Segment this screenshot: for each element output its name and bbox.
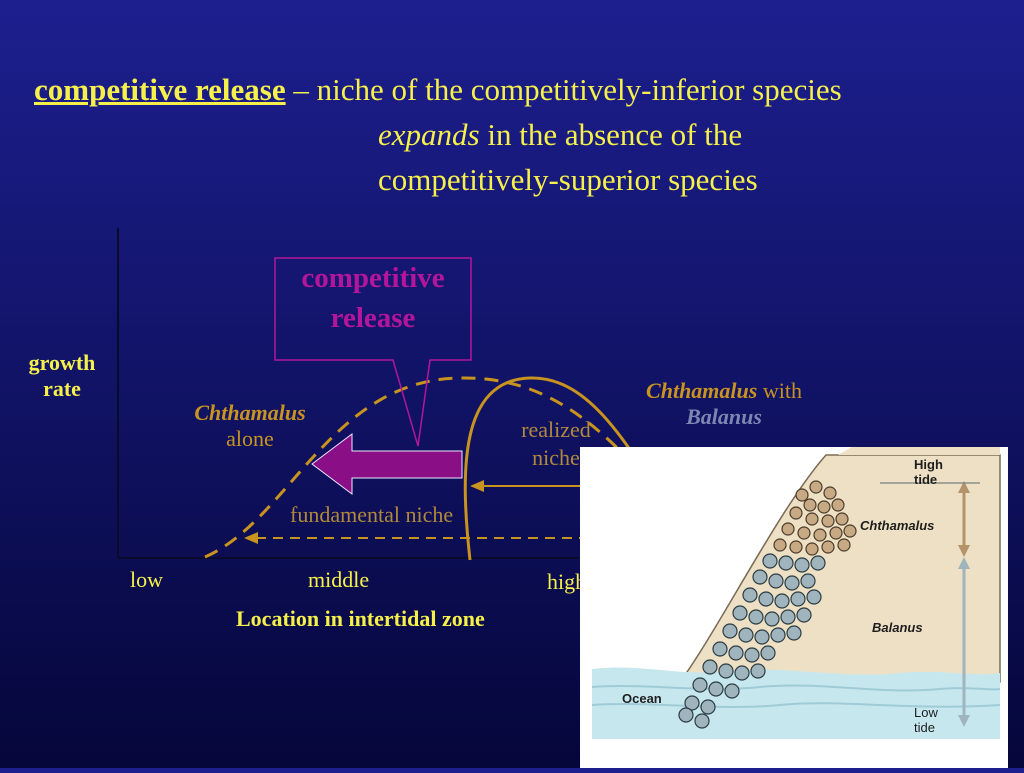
title-term: competitive release (34, 72, 286, 107)
callout-box (274, 257, 472, 447)
x-tick-middle: middle (308, 567, 370, 592)
realized-line-2: niche (532, 445, 580, 470)
title-line-1: competitive release – niche of the compe… (34, 72, 842, 108)
x-tick-high: high (547, 569, 587, 594)
high-tide-line-1: High (914, 457, 943, 472)
callout-line-2: release (330, 302, 416, 334)
chthamalus-alone-label: Chthamalus alone (170, 400, 330, 452)
competitive-release-arrow (311, 433, 463, 495)
realized-niche-arrowhead-left (470, 480, 484, 492)
y-label-line-1: growth (28, 350, 96, 375)
chthamalus-barnacles (773, 480, 857, 556)
alone-text: alone (226, 426, 274, 451)
with-text: with (757, 378, 802, 403)
chthamalus-zone-label: Chthamalus (860, 518, 935, 533)
title-emphasis: expands (378, 117, 480, 152)
realized-line-1: realized (521, 417, 591, 442)
title-definition-start: – niche of the competitively-inferior sp… (285, 72, 842, 107)
callout-line-1: competitive (301, 262, 445, 294)
title-line-2: expands in the absence of the (378, 117, 742, 153)
title-definition-middle: in the absence of the (479, 117, 743, 152)
with-partner: Balanus (686, 404, 762, 429)
realized-niche-label: realized niche (500, 416, 612, 472)
fundamental-niche-label: fundamental niche (290, 502, 454, 527)
chthamalus-with-balanus-label: Chthamalus with Balanus (612, 378, 836, 430)
title-line-3: competitively-superior species (378, 162, 758, 197)
x-axis-label: Location in intertidal zone (236, 606, 485, 631)
intertidal-figure (580, 447, 1008, 768)
y-label-line-2: rate (43, 376, 81, 401)
with-species: Chthamalus (646, 378, 758, 403)
balanus-barnacles (678, 553, 826, 729)
high-tide-label: High tide (914, 457, 943, 487)
intertidal-illustration: High tide Chthamalus Balanus Ocean Low t… (580, 447, 1008, 768)
low-tide-label: Low tide (914, 705, 938, 735)
x-tick-low: low (130, 567, 163, 592)
competitive-release-callout: competitive release (275, 258, 471, 360)
high-tide-line-2: tide (914, 472, 938, 487)
fundamental-niche-arrowhead-left (244, 532, 258, 544)
y-axis-label: growth rate (14, 350, 110, 402)
low-tide-line-1: Low (914, 705, 938, 720)
alone-species: Chthamalus (194, 400, 306, 425)
low-tide-line-2: tide (914, 720, 935, 735)
balanus-zone-label: Balanus (872, 620, 923, 635)
ocean-label: Ocean (622, 691, 662, 706)
